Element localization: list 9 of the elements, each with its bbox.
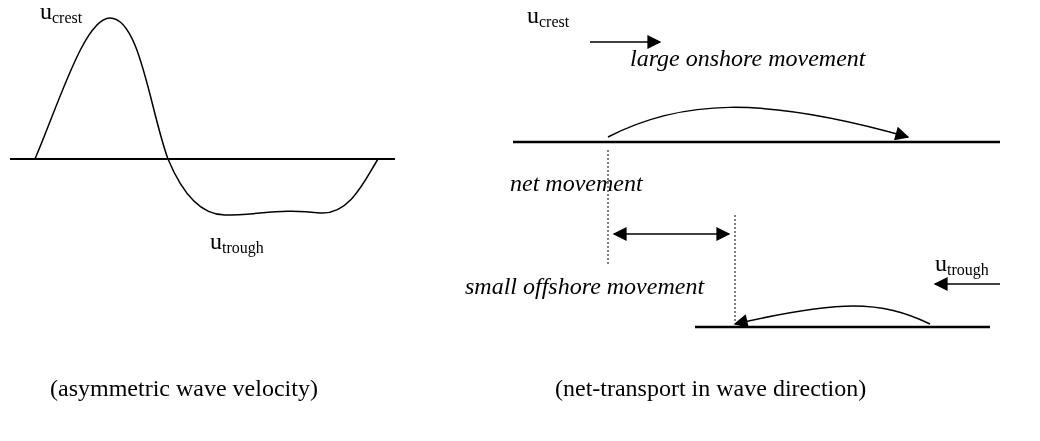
velocity-label: u$_{trough}$ [210,228,264,257]
movement-label: large onshore movement [630,45,866,72]
movement-label: small offshore movement [465,273,705,300]
movement-label: net movement [510,170,643,197]
velocity-label: u$_{crest}$ [527,2,570,31]
caption: (net-transport in wave direction) [555,375,867,402]
velocity-label: u$_{trough}$ [935,250,989,279]
caption: (asymmetric wave velocity) [50,375,318,402]
velocity-label: u$_{crest}$ [40,0,83,27]
